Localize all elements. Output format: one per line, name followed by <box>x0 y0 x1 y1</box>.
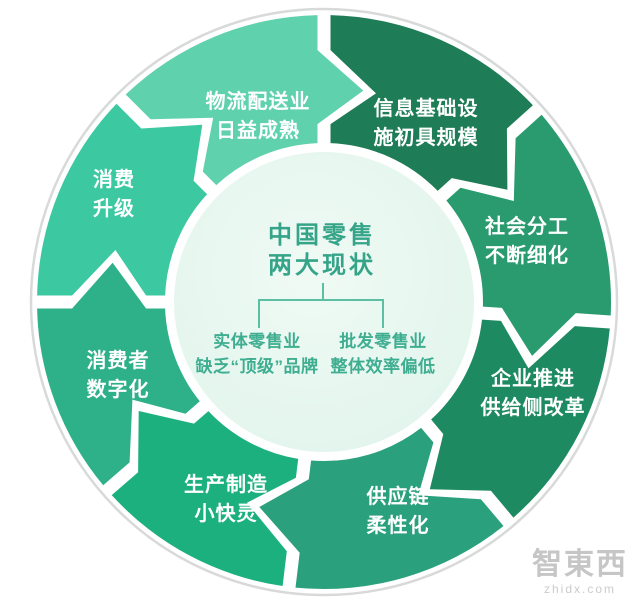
wheel-segment-supply-side-reform <box>429 319 610 518</box>
watermark: 智東西 zhidx.com <box>532 548 628 597</box>
segment-label-logistics-maturing: 物流配送业 日益成熟 <box>205 91 311 142</box>
watermark-logo: 智東西 <box>532 548 628 581</box>
segment-label-consumer-digitalization: 消费者 数字化 <box>86 350 150 401</box>
connector-crossbar <box>258 299 384 301</box>
connector-right-drop <box>382 299 384 328</box>
outer-ring <box>29 7 619 597</box>
watermark-url: zhidx.com <box>543 582 617 596</box>
segment-label-supply-chain-flexibility: 供应链 柔性化 <box>366 486 430 537</box>
connector-left-drop <box>258 299 260 328</box>
connector-stem <box>322 283 324 300</box>
center-circle <box>174 152 474 452</box>
segment-label-consumption-upgrade: 消费 升级 <box>93 169 135 220</box>
wheel-segment-supply-chain-flexibility <box>259 427 504 590</box>
wheel-segment-social-division-of-labor <box>446 114 612 356</box>
center-title: 中国零售 两大现状 <box>268 222 376 279</box>
segment-label-supply-side-reform: 企业推进 供给侧改革 <box>480 368 586 419</box>
wheel-segment-agile-manufacturing <box>111 411 299 586</box>
segment-label-agile-manufacturing: 生产制造 小快灵 <box>184 474 268 525</box>
wheel-segment-logistics-maturing <box>125 15 364 186</box>
wheel-segment-info-infrastructure <box>330 15 533 191</box>
wheel-segment-consumer-digitalization <box>37 262 200 486</box>
segment-label-info-infrastructure: 信息基础设 施初具规模 <box>373 98 479 149</box>
wheel-segment-consumption-upgrade <box>37 103 208 296</box>
segment-label-social-division-of-labor: 社会分工 不断细化 <box>485 216 569 267</box>
branch-label-physical-retail: 实体零售业 缺乏“顶级”品牌 <box>195 332 319 376</box>
branch-label-wholesale-retail: 批发零售业 整体效率偏低 <box>330 332 436 376</box>
